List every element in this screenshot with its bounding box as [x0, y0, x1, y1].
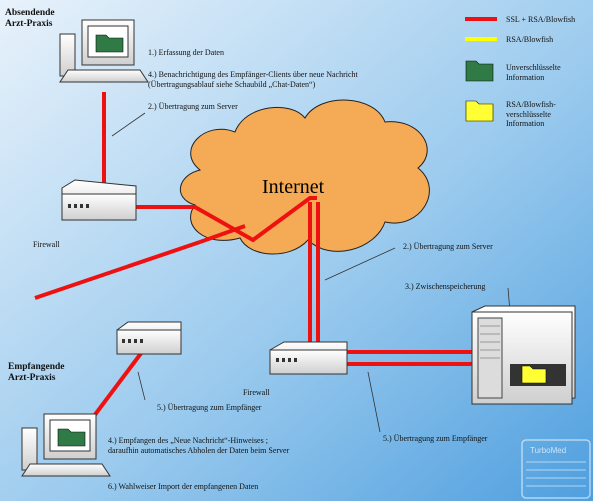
router-middle-device: [116, 321, 182, 355]
legend-ssl-label: SSL + RSA/Blowfish: [506, 15, 576, 24]
step-2b-label: 2.) Übertragung zum Server: [403, 242, 493, 251]
step-5b-label: 5.) Übertragung zum Empfänger: [383, 434, 488, 443]
legend-unencrypted-label: Unverschlüsselte Information: [506, 63, 561, 82]
green-folder-icon: [57, 428, 86, 447]
firewall-left-device: [61, 179, 137, 221]
yellow-folder-icon: [521, 365, 547, 384]
step-4-notify-label: 4.) Benachrichtigung des Empfänger-Clien…: [148, 70, 358, 89]
legend-green-folder-icon: [465, 60, 494, 82]
step-6-label: 6.) Wahlweiser Import der empfangenen Da…: [108, 482, 259, 491]
line-firewall-to-cloud: [136, 196, 317, 243]
sender-computer: [59, 19, 149, 83]
legend-yellow-folder-icon: [465, 100, 494, 122]
step-4-receive-label: 4.) Empfangen des „Neue Nachricht“-Hinwe…: [108, 436, 290, 455]
step-3-label: 3.) Zwischenspeicherung: [405, 282, 486, 291]
line-receiver-top: [34, 240, 201, 300]
internet-label: Internet: [262, 176, 325, 198]
step-1-label: 1.) Erfassung der Daten: [148, 48, 224, 57]
line-router-to-receiver: [83, 338, 153, 430]
step-5a-label: 5.) Übertragung zum Empfänger: [157, 403, 262, 412]
legend-encrypted-label: RSA/Blowfish- verschlüsselte Information: [506, 100, 556, 128]
green-folder-icon: [95, 34, 124, 53]
firewall-right-device: [269, 341, 348, 375]
legend-symbols: [465, 17, 497, 122]
step-2a-label: 2.) Übertragung zum Server: [148, 102, 238, 111]
sender-title: Absendende Arzt-Praxis: [5, 8, 55, 29]
watermark-text: TurboMed: [530, 446, 567, 455]
receiver-title: Empfangende Arzt-Praxis: [8, 362, 65, 383]
server-device: [471, 305, 576, 405]
firewall-right-label: Firewall: [243, 388, 270, 397]
firewall-left-label: Firewall: [33, 240, 60, 249]
turbomed-logo: [521, 439, 591, 499]
legend-rsa-label: RSA/Blowfish: [506, 35, 554, 44]
ssl-lines: [34, 92, 472, 430]
receiver-computer: [21, 413, 111, 477]
